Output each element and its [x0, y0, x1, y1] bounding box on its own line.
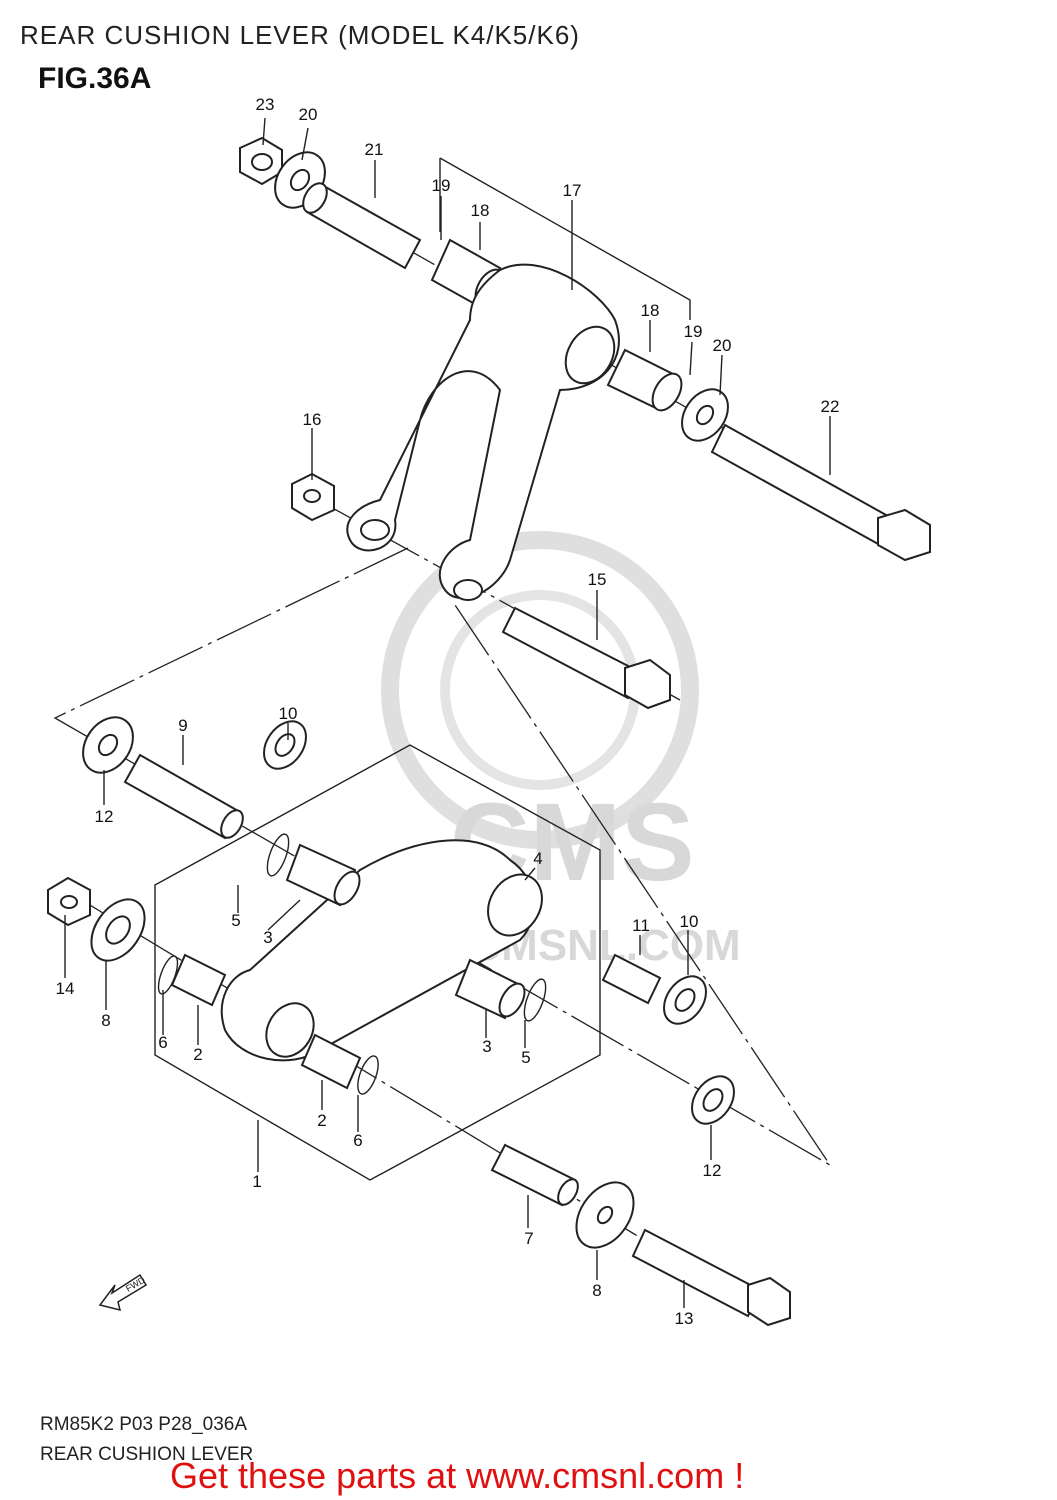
sleeve-7 [490, 1143, 579, 1207]
bearing-2-left [170, 953, 227, 1007]
callout-18-upper: 18 [471, 201, 490, 220]
callout-18-lower: 18 [641, 301, 660, 320]
callout-4: 4 [533, 849, 542, 868]
callout-20-lower: 20 [713, 336, 732, 355]
shop-link[interactable]: Get these parts at www.cmsnl.com ! [170, 1455, 745, 1496]
sleeve-9 [123, 753, 244, 840]
callout-16: 16 [303, 410, 322, 429]
callout-8-right: 8 [592, 1281, 601, 1300]
diagram-caption: REAR CUSHION LEVER [40, 1444, 254, 1465]
seal-10-upper [263, 720, 307, 770]
callout-20-upper: 20 [299, 105, 318, 124]
leader-lines [64, 117, 831, 1308]
group-bracket-top [439, 157, 691, 320]
callout-17: 17 [563, 181, 582, 200]
nut-23 [239, 136, 283, 186]
seal-10-lower [663, 975, 707, 1025]
circlip-6-right [357, 1055, 379, 1095]
sleeve-21 [302, 182, 422, 270]
bolt-13 [631, 1228, 791, 1327]
diagram-code: RM85K2 P03 P28_036A [40, 1414, 248, 1435]
bolt-15 [501, 606, 671, 710]
callout-3-right: 3 [482, 1037, 491, 1056]
washer-20-lower [681, 388, 729, 442]
callout-12-lower: 12 [703, 1161, 722, 1180]
cushion-rod-1 [220, 839, 543, 1062]
callout-11: 11 [632, 916, 650, 935]
forward-arrow-icon: FWD [98, 1273, 147, 1312]
callout-9: 9 [178, 716, 187, 735]
nut-14 [47, 876, 91, 927]
washer-12-upper [82, 716, 134, 774]
bearing-3-right [454, 958, 526, 1020]
nut-16 [291, 472, 335, 522]
bearing-18-lower [606, 348, 683, 412]
sleeve-11 [601, 953, 662, 1005]
callout-10-lower: 10 [680, 912, 699, 931]
circlip-5-right [523, 978, 547, 1022]
circlip-6-left [157, 955, 179, 995]
callout-5-right: 5 [521, 1048, 530, 1067]
callout-22: 22 [821, 397, 840, 416]
bearing-3-left [285, 843, 361, 907]
part-group-box [154, 744, 601, 1181]
circlip-5-left [266, 833, 290, 877]
callout-23: 23 [256, 95, 275, 114]
callout-6-right: 6 [353, 1131, 362, 1150]
callout-2-right: 2 [317, 1111, 326, 1130]
callout-15: 15 [588, 570, 607, 589]
cushion-lever-17 [346, 263, 620, 601]
page-title: REAR CUSHION LEVER (MODEL K4/K5/K6) [20, 20, 580, 50]
bolt-22 [710, 423, 931, 562]
callout-12-upper: 12 [95, 807, 114, 826]
callout-3-left: 3 [263, 928, 272, 947]
seal-12-lower [691, 1075, 735, 1125]
callout-14: 14 [56, 979, 75, 998]
bearing-2-right [300, 1033, 362, 1090]
callout-1: 1 [252, 1172, 261, 1191]
washer-8-left [90, 898, 146, 962]
callout-5-left: 5 [231, 911, 240, 930]
callout-2-left: 2 [193, 1045, 202, 1064]
washer-8-right [575, 1181, 635, 1249]
callout-19-lower: 19 [684, 322, 703, 341]
callout-21: 21 [365, 140, 384, 159]
callout-6-left: 6 [158, 1033, 167, 1052]
callout-7: 7 [524, 1229, 533, 1248]
figure-number: FIG.36A [38, 62, 152, 95]
callout-13: 13 [675, 1309, 694, 1328]
callout-8-left: 8 [101, 1011, 110, 1030]
callout-19-upper: 19 [432, 176, 451, 195]
callout-10-upper: 10 [279, 704, 298, 723]
